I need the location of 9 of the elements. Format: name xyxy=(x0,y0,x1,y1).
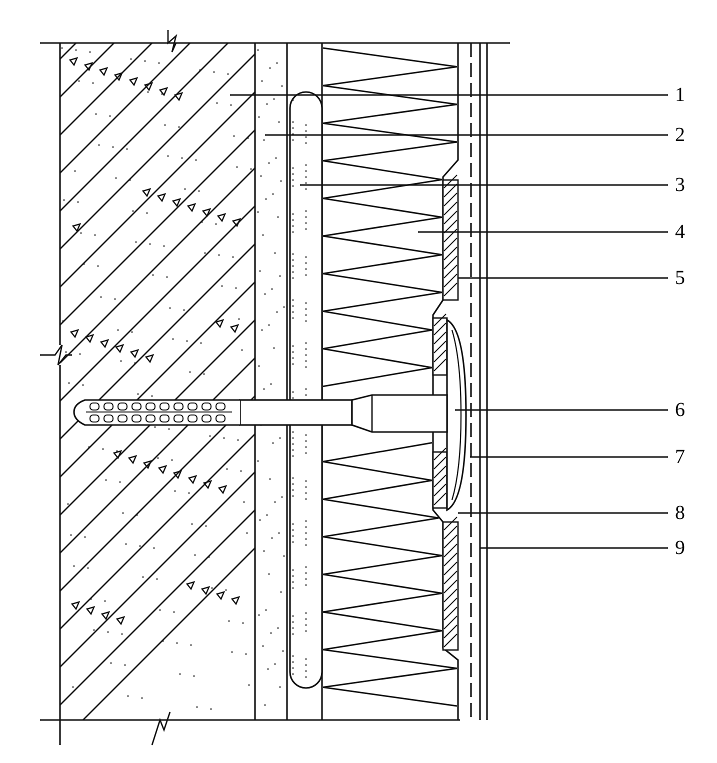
leader-line xyxy=(300,184,668,186)
leader-line xyxy=(480,547,668,549)
leader-line xyxy=(470,456,668,458)
leader-line xyxy=(265,134,668,136)
leader-line xyxy=(418,231,668,233)
leader-line xyxy=(455,409,668,411)
leader-line xyxy=(458,512,668,514)
leader-line xyxy=(230,94,668,96)
leader-line xyxy=(458,277,668,279)
